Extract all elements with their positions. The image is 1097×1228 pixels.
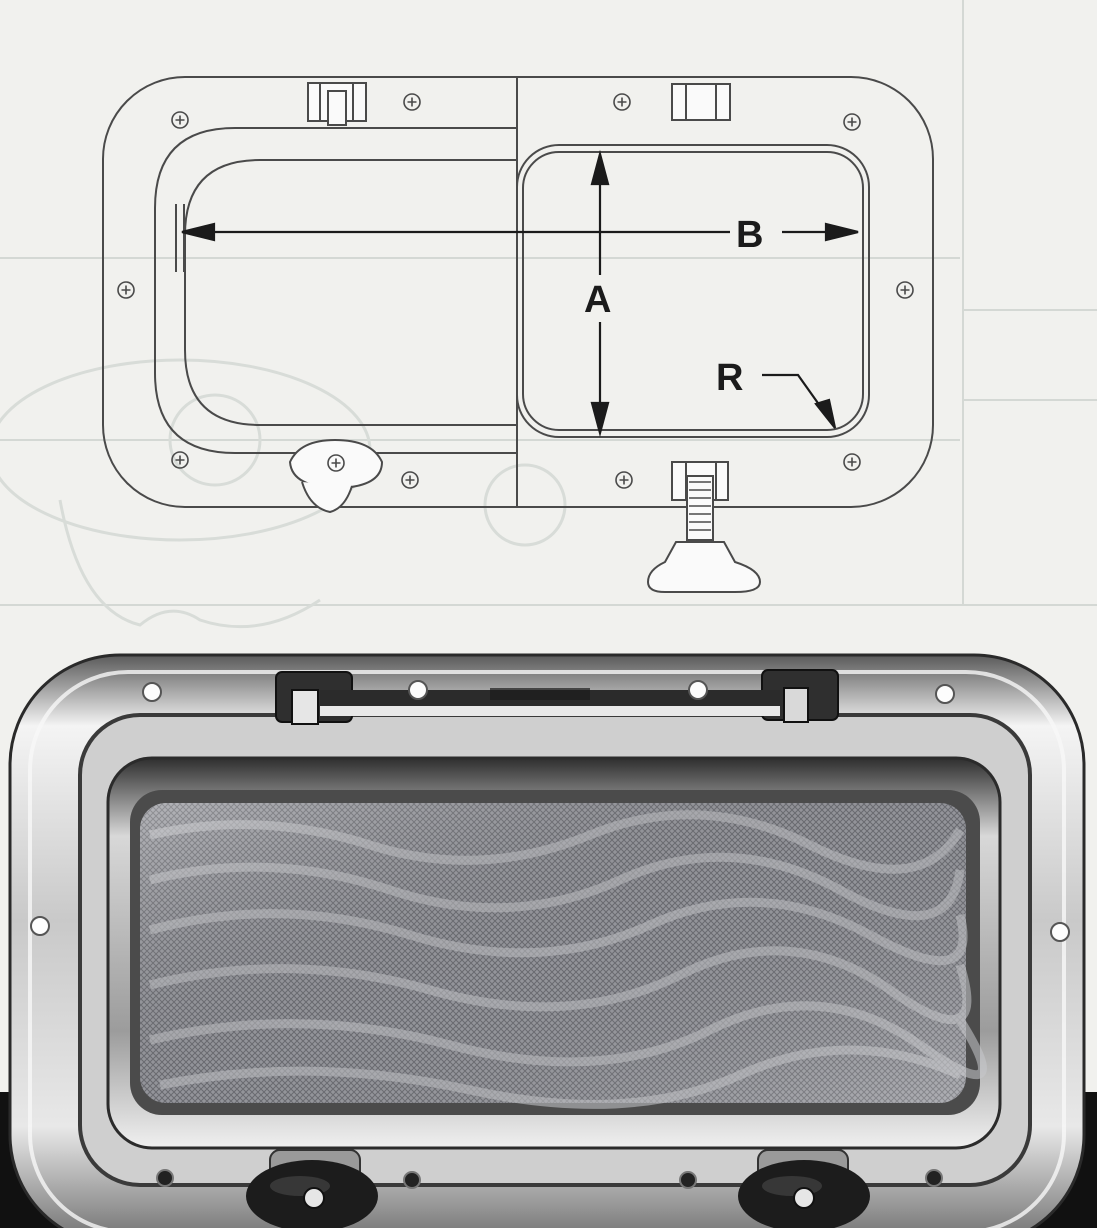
turn-latch-icon [288, 438, 384, 514]
screw-icon [403, 93, 421, 111]
screw-icon [142, 682, 162, 702]
dimension-lines [181, 149, 859, 438]
screw-icon [117, 281, 135, 299]
turn-latch-icon [738, 1149, 870, 1228]
screw-icon [896, 281, 914, 299]
screw-icon [843, 453, 861, 471]
lid-inner [522, 151, 864, 431]
flange-holes [30, 680, 1070, 942]
screw-icons [117, 93, 914, 489]
hinge-icon [671, 83, 731, 121]
dimension-label-height: A [584, 279, 611, 321]
frame-left-outline [154, 127, 517, 454]
screw-icon [408, 680, 428, 700]
stamped-mark [490, 688, 590, 700]
screw-icon [688, 680, 708, 700]
screw-icon [613, 93, 631, 111]
background-ghost-table [0, 0, 1097, 606]
turn-latch-icon [246, 1149, 378, 1228]
screw-icon [615, 471, 633, 489]
screw-icon [171, 111, 189, 129]
dimension-label-width: B [736, 214, 763, 256]
dimension-labels: A B R [584, 214, 763, 399]
hinge-icon [307, 82, 367, 126]
screw-icon [30, 916, 50, 936]
background-ghost-illustration [0, 358, 567, 629]
bottom-holes [156, 1169, 943, 1189]
tee-knob-icon [646, 461, 762, 593]
flange-highlight [28, 670, 1066, 1228]
screw-icon [843, 113, 861, 131]
product-photo [0, 653, 1097, 1228]
screw-icon [1050, 922, 1070, 942]
line-drawing [102, 76, 934, 508]
dimension-label-radius: R [716, 357, 743, 399]
lid-outline [516, 144, 870, 438]
screw-icon [401, 471, 419, 489]
frame-left-inner [184, 159, 517, 426]
screw-icon [935, 684, 955, 704]
